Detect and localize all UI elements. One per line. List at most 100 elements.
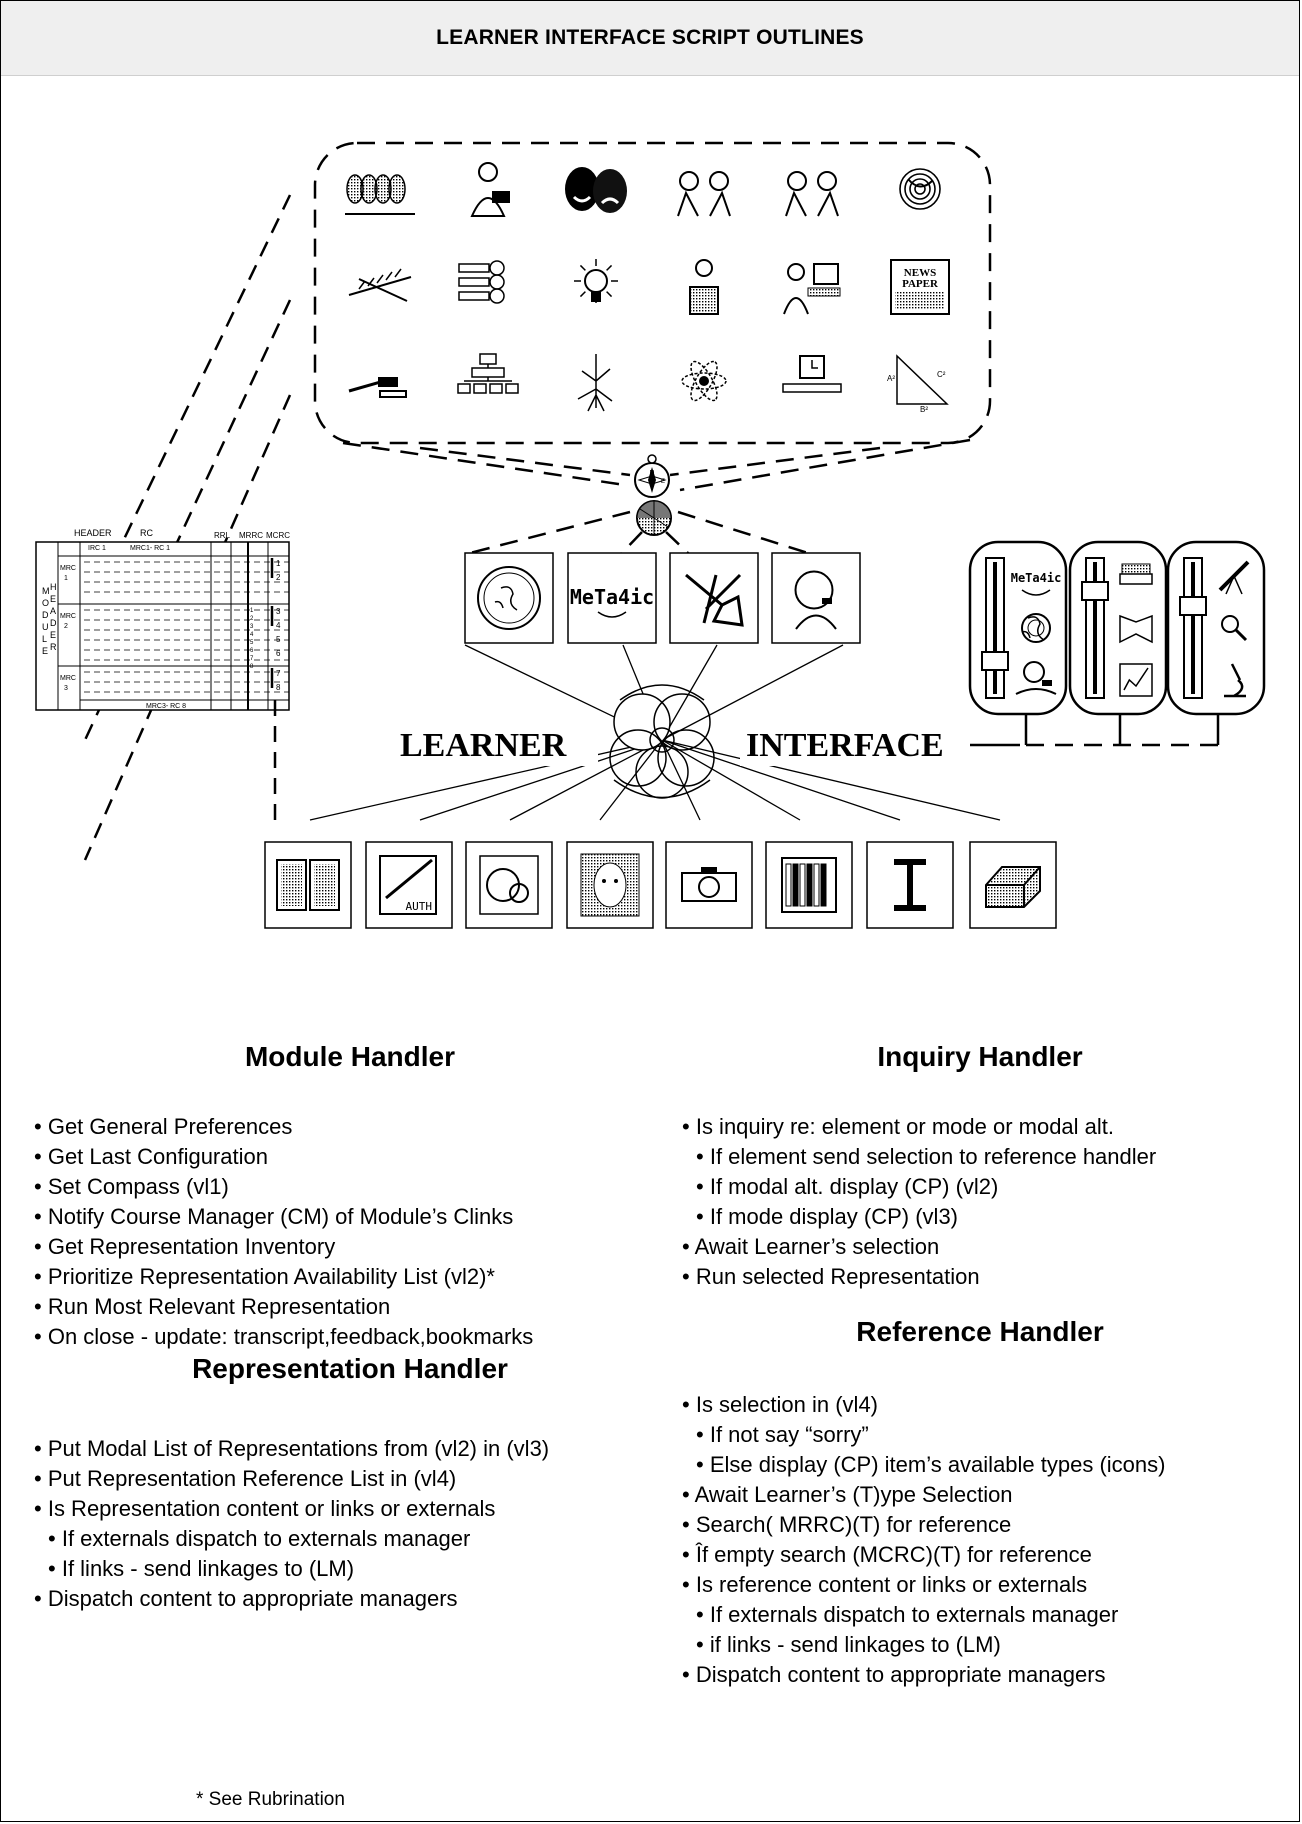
globe-icon[interactable]: [464, 552, 554, 644]
reference-icon-row: AUTH: [264, 841, 1057, 929]
list-item: Is selection in (vl4): [682, 1390, 1292, 1420]
list-item: If externals dispatch to externals manag…: [682, 1600, 1292, 1630]
table-mcrc-num: 8: [276, 683, 281, 692]
gavel-icon[interactable]: [348, 377, 407, 398]
table-side-letter: L: [42, 634, 47, 644]
table-row-label: MRC: [60, 565, 76, 572]
mount-rushmore-icon[interactable]: [345, 174, 415, 215]
table-row-num: 3: [64, 685, 68, 692]
open-book-icon[interactable]: [264, 841, 352, 929]
interface-to-panel-connectors: [970, 713, 1220, 747]
table-footer-label: MRC3- RC 8: [146, 703, 186, 710]
table-row-num: 1: [64, 575, 68, 582]
triangle-label-b: B²: [920, 405, 928, 414]
page-header: LEARNER INTERFACE SCRIPT OUTLINES: [1, 1, 1299, 76]
meta4ic-logo-icon[interactable]: MeTa4ic: [567, 552, 657, 644]
newspaper-text: NEWS: [904, 267, 936, 279]
table-mcrc-num: 2: [276, 573, 281, 582]
list-item: Is inquiry re: element or mode or modal …: [682, 1112, 1292, 1142]
clock-ruler-icon[interactable]: [782, 355, 842, 393]
list-item: Await Learner’s (T)ype Selection: [682, 1480, 1292, 1510]
debate-icon[interactable]: [677, 171, 731, 217]
table-mcrc-num: 7: [276, 669, 281, 678]
table-mrrc-num: 1: [250, 608, 254, 614]
i-beam-icon[interactable]: [866, 841, 954, 929]
meta4ic-small-icon[interactable]: MeTa4ic: [1011, 571, 1062, 596]
table-row-num: 2: [64, 623, 68, 630]
list-item: Set Compass (vl1): [34, 1172, 654, 1202]
table-mcrc-num: 6: [276, 649, 281, 658]
table-side-letter: U: [42, 622, 49, 632]
list-item: On close - update: transcript,feedback,b…: [34, 1322, 654, 1352]
detective-icon[interactable]: [465, 841, 553, 929]
professor-small-icon[interactable]: [1015, 661, 1057, 695]
table-side-letter: D: [42, 610, 49, 620]
triangle-label-c: C²: [937, 370, 946, 379]
speaker-podium-icon[interactable]: [689, 259, 719, 315]
atom-icon[interactable]: [681, 358, 727, 404]
representation-handler-title: Representation Handler: [192, 1353, 508, 1384]
table-row-label: MRC: [60, 675, 76, 682]
magnifier-icon[interactable]: [1221, 615, 1248, 642]
reader-icon[interactable]: [470, 162, 510, 217]
microscope-icon[interactable]: [1224, 663, 1246, 698]
plant-roots-icon[interactable]: [577, 354, 613, 412]
learner-label: LEARNER: [400, 727, 567, 764]
table-mrrc-num: 8: [250, 664, 254, 670]
list-item: Is reference content or links or externa…: [682, 1570, 1292, 1600]
theater-masks-icon[interactable]: [565, 167, 627, 213]
table-to-icons-connectors: [83, 194, 292, 861]
author-scroll-icon[interactable]: AUTH: [365, 841, 453, 929]
slider-column[interactable]: [1068, 540, 1168, 716]
list-item: If mode display (CP) (vl3): [682, 1202, 1292, 1232]
list-item: Is Representation content or links or ex…: [34, 1494, 654, 1524]
list-item: Notify Course Manager (CM) of Module’s C…: [34, 1202, 654, 1232]
footnote: * See Rubrination: [196, 1789, 345, 1810]
slider-handle[interactable]: [981, 651, 1009, 671]
table-col-irc: IRC 1: [88, 545, 106, 552]
table-mcrc-num: 5: [276, 635, 281, 644]
computer-user-icon[interactable]: [783, 263, 841, 315]
list-item: Îf empty search (MCRC)(T) for reference: [682, 1540, 1292, 1570]
table-col-mrc1: MRC1- RC 1: [130, 545, 170, 552]
books-icon[interactable]: [1119, 563, 1153, 585]
meta4ic-text: MeTa4ic: [1011, 571, 1062, 585]
slider-column[interactable]: MeTa4ic: [968, 540, 1068, 716]
list-item: Else display (CP) item’s available types…: [682, 1450, 1292, 1480]
learner-rosette-icon[interactable]: [609, 684, 715, 799]
globe-small-icon[interactable]: [1021, 613, 1051, 643]
org-chart-icon[interactable]: [457, 353, 519, 394]
rose-icon[interactable]: [899, 168, 941, 210]
slider-column[interactable]: [1166, 540, 1266, 716]
table-mcrc-num: 3: [276, 607, 281, 616]
telescope-icon[interactable]: [1218, 560, 1250, 595]
table-side-letter: M: [42, 586, 50, 596]
branch-icon[interactable]: [348, 268, 412, 302]
table-header-label: HEADER: [74, 528, 112, 538]
bookshelf-icon[interactable]: [765, 841, 853, 929]
arrows-icon[interactable]: [669, 552, 759, 644]
portrait-icon[interactable]: [566, 841, 654, 929]
keys-icon[interactable]: [458, 260, 505, 304]
list-item: Get General Preferences: [34, 1112, 654, 1142]
professor-icon[interactable]: [771, 552, 861, 644]
closed-book-icon[interactable]: [969, 841, 1057, 929]
table-col-mrrc: MRRC: [239, 531, 263, 540]
table-mrrc-num: 2: [250, 616, 254, 622]
open-papers-icon[interactable]: [1119, 614, 1153, 644]
list-item: if links - send linkages to (LM): [682, 1630, 1292, 1660]
slider-handle[interactable]: [1179, 596, 1207, 616]
chart-icon[interactable]: [1119, 663, 1153, 697]
reference-handler-list: Is selection in (vl4) If not say “sorry”…: [682, 1390, 1292, 1690]
camera-icon[interactable]: [665, 841, 753, 929]
lightbulb-icon[interactable]: [574, 259, 618, 303]
discussion-icon[interactable]: [785, 171, 839, 217]
compass-icon[interactable]: N E: [634, 454, 670, 498]
slider-handle[interactable]: [1081, 581, 1109, 601]
list-item: Await Learner’s selection: [682, 1232, 1292, 1262]
palette-to-compass-connectors: [342, 438, 971, 492]
